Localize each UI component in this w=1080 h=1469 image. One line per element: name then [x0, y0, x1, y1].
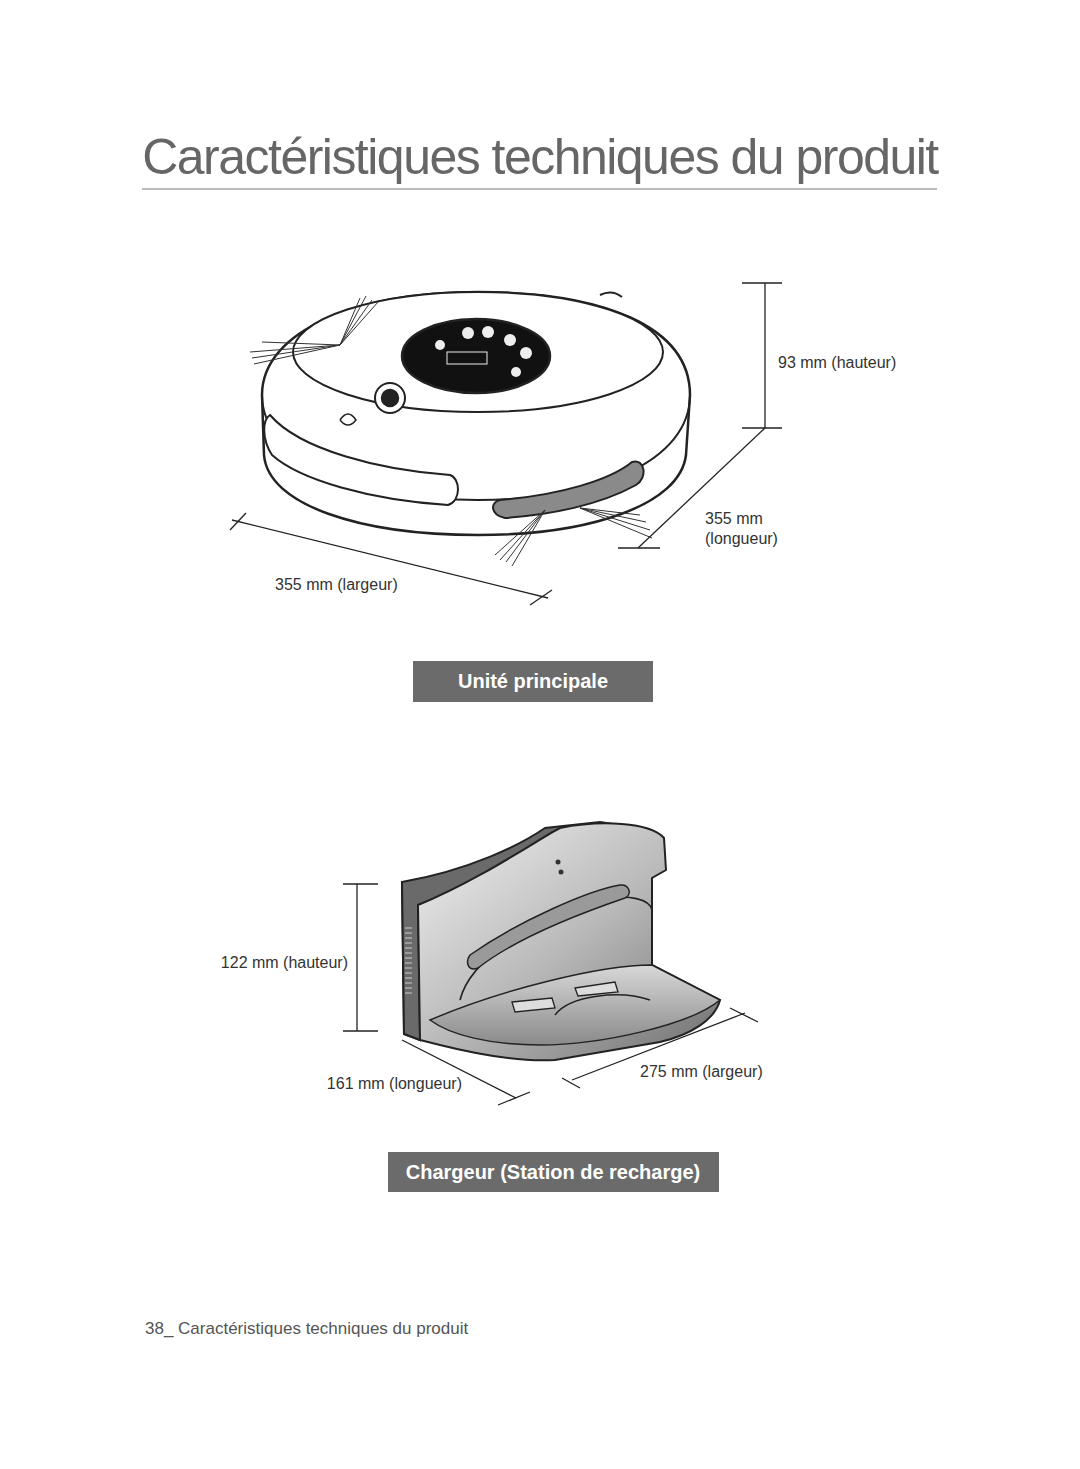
dimension-label: 161 mm (longueur)	[327, 1074, 462, 1094]
robot-vacuum	[262, 292, 690, 535]
section-band: Unité principale	[413, 661, 653, 702]
band-label: Unité principale	[458, 670, 608, 693]
vent-slot	[405, 928, 412, 929]
vent-slot	[405, 938, 412, 939]
dimension-label: 355 mm (longueur)	[705, 509, 797, 549]
page-footer: 38_ Caractéristiques techniques du produ…	[145, 1318, 468, 1339]
vent-slot	[405, 983, 412, 984]
page-title: Caractéristiques techniques du produit	[142, 128, 937, 186]
title-rule	[142, 189, 937, 190]
vent-slot	[405, 978, 412, 979]
dimension-line	[230, 283, 782, 605]
vent-slot	[405, 948, 412, 949]
vent-slot	[405, 933, 412, 934]
vent-slot	[405, 988, 412, 989]
vent-slot	[405, 973, 412, 974]
dimension-label: 275 mm (largeur)	[640, 1062, 763, 1082]
vent-slot	[405, 958, 412, 959]
dimension-label: 355 mm (largeur)	[275, 575, 398, 595]
vent-slot	[405, 993, 412, 994]
vent-slot	[405, 963, 412, 964]
vent-slots	[405, 928, 412, 993]
vent-slot	[405, 953, 412, 954]
vent-slot	[405, 968, 412, 969]
vent-slot	[405, 943, 412, 944]
charging-station	[402, 822, 720, 1060]
section-band: Chargeur (Station de recharge)	[388, 1152, 719, 1192]
side-brush	[250, 296, 652, 566]
dimension-label: 93 mm (hauteur)	[778, 353, 896, 373]
dimension-label: 122 mm (hauteur)	[221, 953, 348, 973]
band-label: Chargeur (Station de recharge)	[406, 1161, 701, 1184]
